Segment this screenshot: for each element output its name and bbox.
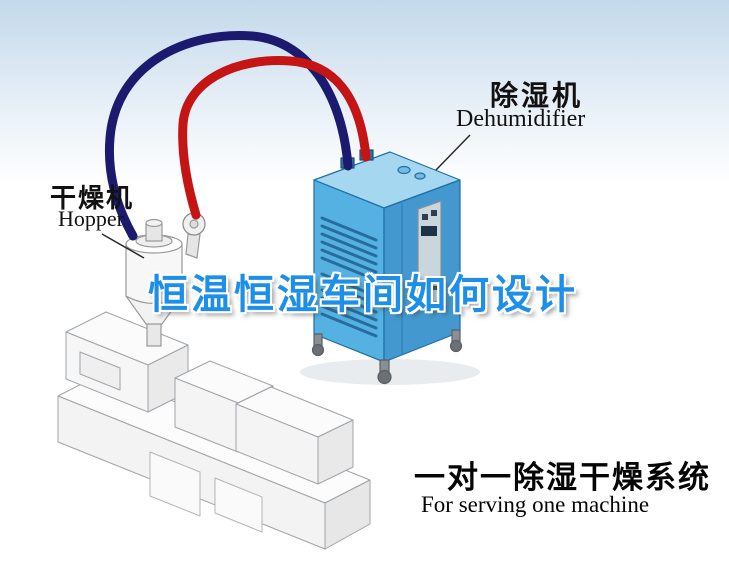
hopper-body: [125, 243, 183, 305]
pipe-red: [178, 56, 371, 220]
service-door: [149, 451, 263, 533]
hopper-label-cn: 干燥机: [50, 183, 135, 213]
article-title: 恒温恒湿车间如何设计: [148, 273, 578, 317]
feed-housing: [65, 311, 189, 413]
blower-unit: [182, 212, 206, 259]
hopper-label-en: Hopper: [58, 206, 124, 231]
pipe-navy: [104, 30, 353, 241]
leader-line-hopper: [101, 233, 145, 259]
footer-subtitle-en: For serving one machine: [421, 492, 650, 517]
dehumidifier-label-cn: 除湿机: [490, 80, 584, 111]
vent-slats: [320, 216, 378, 338]
leader-line-dehumidifier: [435, 134, 471, 171]
dehumidifier-unit: [300, 149, 480, 385]
extruder-machine: [57, 311, 371, 550]
dehumidifier-label-en: Dehumidifier: [456, 106, 586, 132]
hopper-cap-top: [145, 218, 163, 228]
hopper-unit: [125, 212, 206, 347]
control-panel: [417, 200, 442, 309]
dehumidifier-shadow: [300, 359, 480, 385]
footer-title-cn: 一对一除湿干燥系统: [414, 460, 711, 495]
barrel-box-2: [235, 386, 354, 485]
hopper-drop-tube: [146, 321, 162, 347]
casters: [311, 329, 463, 385]
